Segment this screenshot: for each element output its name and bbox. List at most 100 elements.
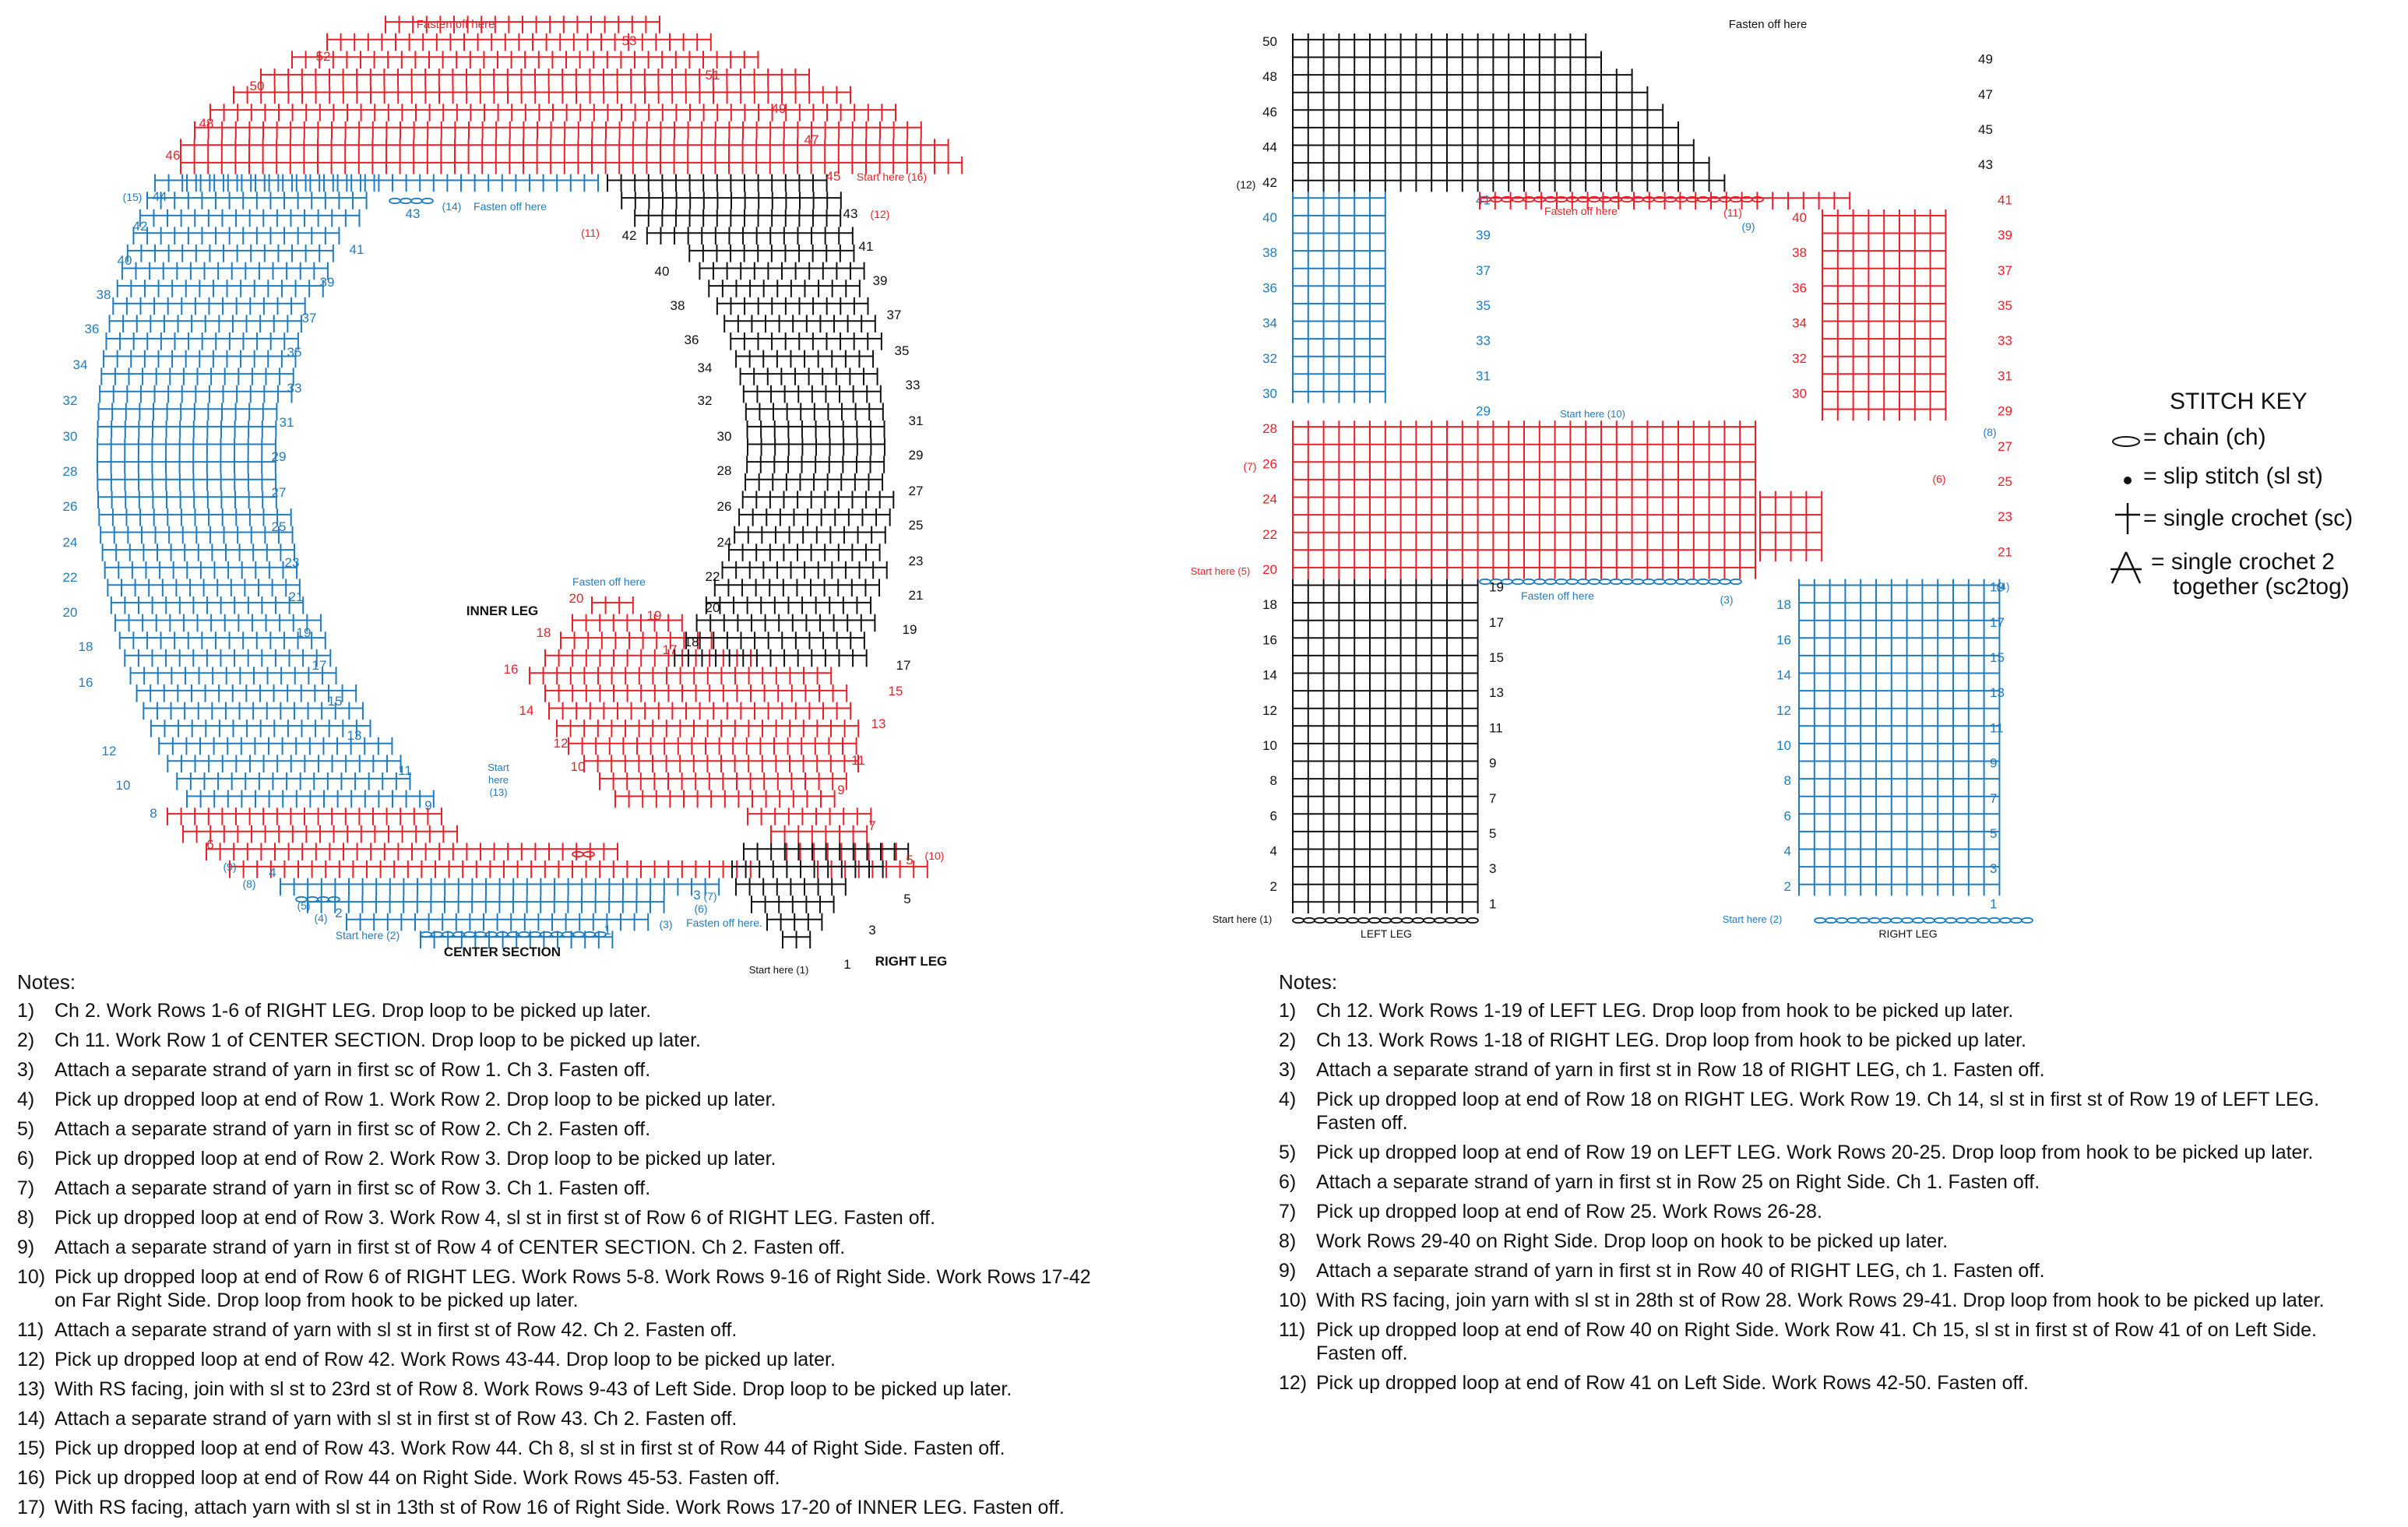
r-row-num-left-2: 2	[1270, 879, 1277, 894]
note-number: 4)	[17, 1089, 35, 1110]
q-blue-center-row-4	[280, 878, 720, 896]
chain-icon	[2112, 436, 2140, 447]
r-black-row-44	[1292, 139, 1695, 157]
q-black-row-29	[746, 438, 885, 456]
q-row-num-46: 46	[166, 148, 181, 163]
note-text: Ch 11. Work Row 1 of CENTER SECTION. Dro…	[55, 1029, 701, 1051]
r-row-num-right-5: 5	[1990, 826, 1997, 841]
q-fasten-inner: Fasten off here	[572, 575, 646, 588]
r-row-num-inner-4: 4	[1784, 844, 1791, 859]
q-blue-row-36	[108, 315, 302, 332]
q-center-num: 2	[335, 906, 342, 920]
q-row-num-25: 25	[909, 518, 924, 533]
q-blue-row-30	[97, 420, 277, 438]
note-number: 10)	[1279, 1290, 1308, 1311]
q-black-leg-row-5	[731, 860, 884, 878]
r-right-leg-label: RIGHT LEG	[1878, 927, 1937, 940]
note-number: 3)	[17, 1059, 35, 1081]
r-row-num-mid-3: 3	[1489, 861, 1496, 876]
note-text: Pick up dropped loop at end of Row 19 on…	[1316, 1142, 2314, 1163]
q-row-num-16: 16	[79, 675, 93, 690]
q-paren-label: (12)	[871, 208, 890, 220]
q-row-num-30: 30	[717, 429, 732, 444]
note-text: Attach a separate strand of yarn with sl…	[55, 1319, 738, 1341]
note-text: Work Rows 29-40 on Right Side. Drop loop…	[1316, 1230, 1949, 1252]
q-red-row-48	[209, 104, 896, 121]
q-row-num-12: 12	[554, 736, 569, 751]
note-number: 14)	[17, 1408, 46, 1430]
r-row-num-inner-12: 12	[1776, 703, 1791, 718]
q-row-num-20: 20	[706, 600, 720, 615]
q-blue-row-42	[139, 209, 361, 227]
r-row-num-right-43: 43	[1978, 157, 1993, 172]
q-black-row-43	[621, 192, 842, 209]
q-row-num-39: 39	[873, 273, 888, 288]
q-row-num-36: 36	[685, 332, 699, 347]
q-row-num-42: 42	[622, 228, 637, 243]
note-number: 11)	[1279, 1319, 1306, 1341]
q-red-right-row-14	[548, 702, 852, 720]
q-blue-row-14	[143, 702, 364, 720]
q-row-num-10: 10	[116, 778, 131, 793]
q-red-row-53	[385, 16, 660, 33]
q-row-num-19: 19	[903, 622, 917, 637]
q-row-num-41: 41	[859, 239, 874, 254]
r-row-num-mid-39: 39	[1476, 228, 1491, 243]
q-row-num-34: 34	[698, 361, 713, 375]
r-paren-label: (4)	[1996, 580, 2009, 593]
q-row-num-38: 38	[671, 298, 685, 313]
r-paren-label: (11)	[1723, 206, 1742, 219]
q-row-num-13: 13	[347, 728, 362, 743]
q-red-inner-row-19	[572, 614, 683, 632]
q-blue-row-44b	[186, 174, 599, 192]
q-black-row-40	[688, 245, 855, 262]
r-chain-41	[1479, 195, 1764, 203]
q-blue-row-31	[97, 403, 278, 420]
r-row-num-mid-37: 37	[1476, 263, 1491, 278]
q-blue-row-37	[112, 297, 306, 315]
note-number: 17)	[17, 1497, 46, 1518]
r-row-num-left-44: 44	[1262, 140, 1277, 155]
r-row-num-inner-38: 38	[1792, 245, 1807, 260]
r-chain-right	[1814, 917, 2033, 924]
q-center-num: 3	[693, 888, 700, 902]
notes-q-heading: Notes:	[17, 970, 76, 994]
q-blue-row-44	[153, 174, 375, 192]
r-row-num-left-6: 6	[1270, 808, 1277, 823]
q-blue-row-11	[167, 755, 402, 772]
q-black-row-20	[705, 596, 872, 614]
note-number: 15)	[17, 1437, 46, 1459]
q-row-num-6: 6	[206, 837, 213, 852]
note-number: 9)	[17, 1237, 35, 1258]
q-black-row-42	[634, 209, 842, 227]
q-row-num-34: 34	[73, 357, 88, 372]
note-text: Attach a separate strand of yarn in firs…	[55, 1237, 846, 1258]
r-left-leg-label: LEFT LEG	[1361, 927, 1412, 940]
q-black-row-36	[723, 315, 876, 332]
q-black-leg-row-4	[735, 878, 847, 896]
q-paren-label: (3)	[659, 918, 672, 931]
q-row-num-39: 39	[320, 275, 335, 290]
r-black-row-43	[1292, 157, 1710, 174]
r-row-num-inner-8: 8	[1784, 773, 1791, 788]
q-row-num-42: 42	[133, 219, 148, 234]
q-row-num-13: 13	[871, 716, 886, 731]
q-row-num-11: 11	[398, 763, 412, 778]
q-start-2: Start here (2)	[336, 929, 400, 941]
q-row-num-19: 19	[297, 625, 312, 640]
note-text: Pick up dropped loop at end of Row 42. W…	[55, 1349, 836, 1370]
r-row-num-left-16: 16	[1262, 632, 1277, 647]
q-row-num-24: 24	[63, 535, 78, 550]
r-row-num-left-48: 48	[1262, 69, 1277, 84]
q-row-num-28: 28	[63, 464, 78, 479]
note-number: 6)	[1279, 1171, 1297, 1193]
q-row-num-51: 51	[706, 68, 720, 83]
q-blue-row-38	[116, 280, 324, 297]
r-row-num-mid-35: 35	[1476, 298, 1491, 313]
q-red-row-51	[291, 51, 759, 69]
q-paren-label: (5)	[297, 899, 310, 912]
q-row-num-21: 21	[289, 589, 304, 604]
r-start-5: Start here (5)	[1191, 565, 1251, 577]
letter-r-chart	[1292, 33, 2033, 924]
q-row-num-38: 38	[97, 287, 111, 302]
